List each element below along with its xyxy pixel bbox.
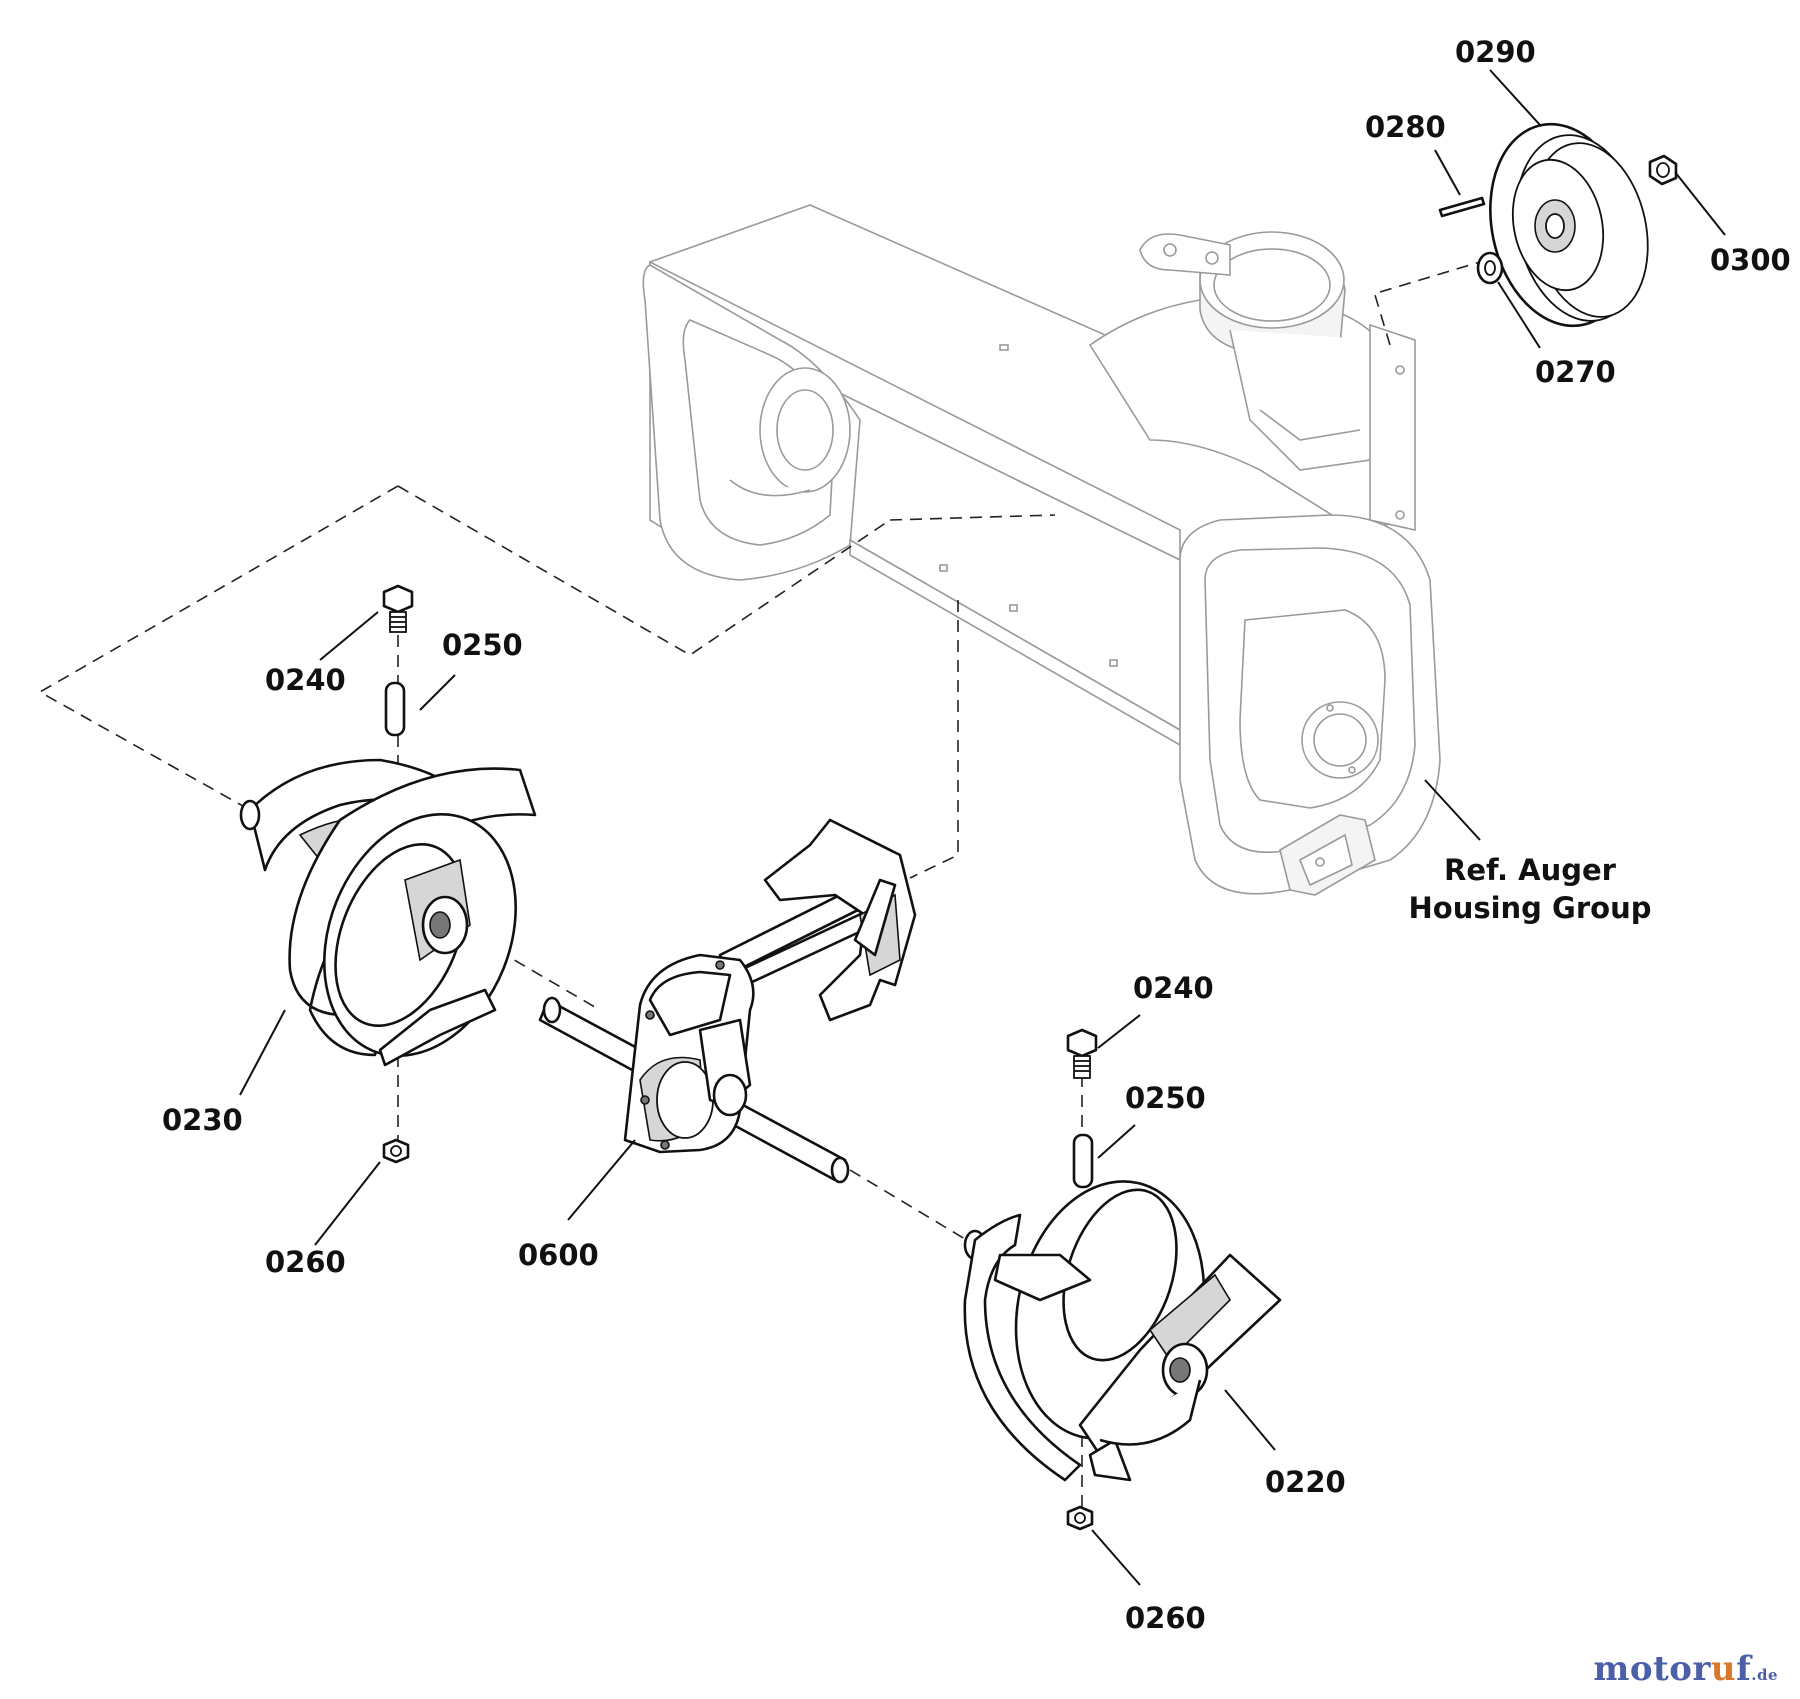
label-0220: 0220 (1265, 1465, 1346, 1499)
label-0250-left: 0250 (442, 628, 523, 662)
label-0280: 0280 (1365, 110, 1446, 144)
washer-0270[interactable] (1476, 251, 1504, 285)
bolt-0240-right[interactable] (1066, 1028, 1098, 1079)
label-0270: 0270 (1535, 355, 1616, 389)
auger-0220-right[interactable] (963, 1164, 1282, 1482)
watermark-logo: motoruf.de (1593, 1649, 1778, 1689)
auger-housing (642, 204, 1441, 896)
label-0240-right: 0240 (1133, 971, 1214, 1005)
label-0300: 0300 (1710, 243, 1791, 277)
label-0600: 0600 (518, 1238, 599, 1272)
ref-label-line1: Ref. Auger (1444, 853, 1617, 887)
watermark-tld: .de (1751, 1666, 1778, 1684)
part-labels: 0290 0280 0300 0270 0240 0250 0230 0260 … (162, 35, 1791, 1635)
auger-0230-left[interactable] (239, 758, 550, 1085)
key-0280[interactable] (1438, 196, 1486, 218)
watermark-main-end: f (1736, 1649, 1752, 1689)
label-0260-right: 0260 (1125, 1601, 1206, 1635)
nut-0260-right[interactable] (1066, 1505, 1094, 1531)
nut-0300[interactable] (1648, 154, 1678, 186)
label-0230: 0230 (162, 1103, 243, 1137)
spacer-0250-right[interactable] (1072, 1133, 1094, 1189)
spacer-0250-left[interactable] (384, 681, 406, 737)
label-0240-left: 0240 (265, 663, 346, 697)
nut-0260-left[interactable] (382, 1138, 410, 1164)
label-0250-right: 0250 (1125, 1081, 1206, 1115)
watermark-accent: u (1710, 1649, 1737, 1689)
label-0260-left: 0260 (265, 1245, 346, 1279)
pulley-0290[interactable] (1472, 111, 1663, 340)
label-0290: 0290 (1455, 35, 1536, 69)
gearbox-0600[interactable] (538, 818, 917, 1184)
leader-lines (239, 69, 1726, 1586)
watermark-main-start: motor (1593, 1649, 1711, 1689)
ref-label-line2: Housing Group (1409, 891, 1652, 925)
bolt-0240-left[interactable] (382, 584, 414, 633)
